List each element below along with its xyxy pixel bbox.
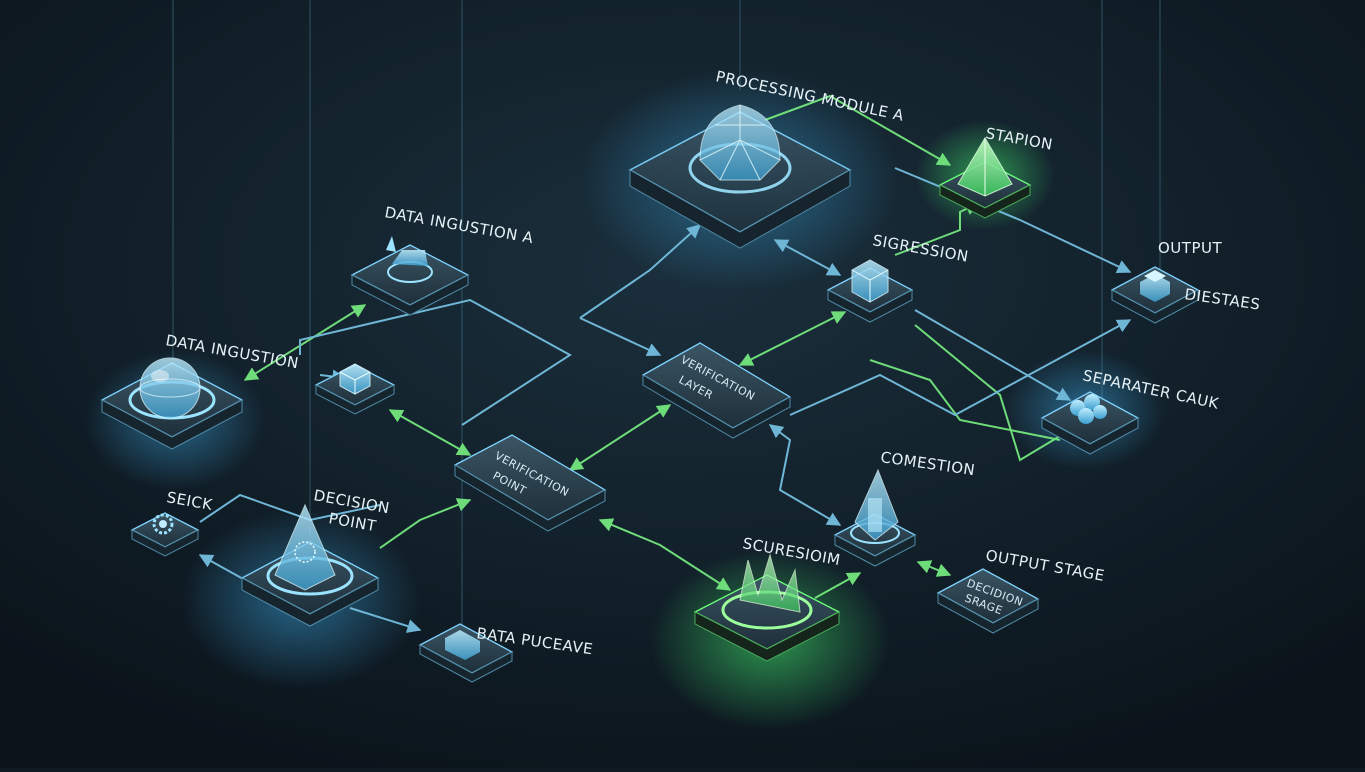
- link-station-to-output: [894, 167, 1132, 273]
- link-verification-point-to-layer: [568, 404, 672, 471]
- node-small-cube[interactable]: [314, 363, 396, 415]
- link-comestion-to-output-stage: [916, 560, 952, 577]
- link-ingestion-a-to-cube: [299, 298, 572, 426]
- link-sigression-to-separater: [914, 324, 1071, 462]
- output-stack-icon: [1140, 270, 1170, 302]
- link-seick-to-decision: [199, 493, 381, 523]
- link-branch-to-layer: [579, 317, 662, 357]
- cluster-icon: [1070, 394, 1107, 424]
- link-cube-to-verification-point: [388, 409, 472, 456]
- cube-icon: [339, 363, 371, 395]
- output-label-line1: OUTPUT: [1158, 239, 1222, 257]
- cube-stack-icon: [851, 259, 889, 303]
- green-shard-icon: [739, 553, 801, 613]
- link-decision-to-verification-point: [379, 498, 472, 549]
- link-layer-to-comestion: [768, 424, 842, 526]
- link-layer-to-output: [789, 319, 1132, 417]
- link-verification-point-to-scuresioim: [598, 518, 732, 591]
- node-verification-point[interactable]: VERIFICATION POINT: [453, 434, 607, 532]
- link-layer-to-sigression: [738, 311, 847, 366]
- link-processing-to-station: [764, 94, 952, 166]
- link-verification-to-processing: [579, 224, 702, 319]
- link-layer-to-separater: [869, 359, 1061, 441]
- sphere-icon: [139, 357, 201, 419]
- node-seick[interactable]: SEICK: [130, 488, 215, 557]
- ingest-device-icon: [386, 236, 428, 266]
- gear-icon: [152, 513, 174, 535]
- hanging-lines: [172, 0, 1161, 640]
- link-decision-to-bata: [349, 607, 422, 633]
- pyramid-icon: [274, 503, 336, 591]
- device-icon: [445, 630, 480, 660]
- crystal-icon: [854, 468, 899, 541]
- geodesic-dome-icon: [699, 104, 781, 181]
- link-decision-to-seick: [198, 554, 246, 581]
- node-decision-point[interactable]: DECISION POINT: [240, 486, 391, 627]
- link-processing-to-sigression: [773, 239, 842, 276]
- connectors: [198, 94, 1132, 633]
- link-scuresioim-to-comestion: [814, 572, 862, 599]
- green-pyramid-icon: [957, 137, 1013, 197]
- link-sigression-to-separater-blue: [914, 309, 1072, 401]
- link-ingestion-to-ingestion-a: [243, 304, 367, 381]
